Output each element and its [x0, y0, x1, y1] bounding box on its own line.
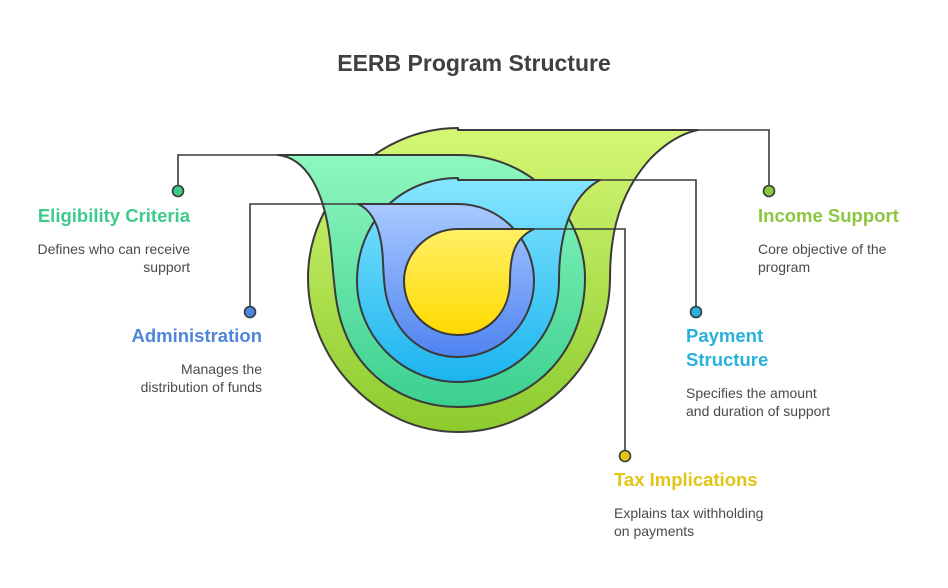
administration-label: Administration — [131, 325, 262, 346]
connector-payment-structure — [600, 179, 703, 319]
connector-income-support — [698, 129, 776, 198]
connector-administration — [243, 203, 358, 319]
payment-structure-label: Payment Structure — [686, 324, 768, 372]
income-support-label: Income Support — [758, 205, 899, 226]
administration-marker — [243, 305, 257, 319]
income-support-description-line-2: program — [758, 259, 811, 275]
payment-structure-description-line-2: and duration of support — [686, 403, 830, 419]
administration-description-line-1: Manages the — [181, 361, 262, 377]
income-support-marker — [762, 184, 776, 198]
income-support-description: Core objective of the program — [758, 240, 886, 276]
tax-implications-label: Tax Implications — [614, 469, 758, 490]
payment-structure-marker — [689, 305, 703, 319]
eligibility-criteria-marker — [171, 184, 185, 198]
income-support-description-line-1: Core objective of the — [758, 241, 887, 257]
connector-tax-implications — [534, 228, 632, 463]
eligibility-criteria-description: Defines who can receive support — [37, 240, 190, 276]
eligibility-criteria-label: Eligibility Criteria — [37, 205, 190, 226]
page-title: EERB Program Structure — [337, 50, 611, 76]
payment-structure-label-line-1: Payment — [686, 325, 764, 346]
tax-implications-description-line-2: on payments — [614, 523, 695, 539]
tax-implications-description-line-1: Explains tax withholding — [614, 505, 764, 521]
payment-structure-description: Specifies the amount and duration of sup… — [686, 384, 830, 420]
tax-implications-marker — [618, 449, 632, 463]
tax-implications-description: Explains tax withholding on payments — [614, 504, 763, 540]
administration-description: Manages the distribution of funds — [141, 360, 262, 396]
payment-structure-label-line-2: Structure — [686, 349, 769, 370]
administration-description-line-2: distribution of funds — [140, 379, 262, 395]
payment-structure-description-line-1: Specifies the amount — [686, 385, 817, 401]
connector-eligibility-criteria — [171, 154, 278, 198]
layer-tax-implications — [403, 228, 535, 336]
eligibility-criteria-description-line-1: Defines who can receive — [37, 241, 190, 257]
eligibility-criteria-description-line-2: support — [143, 259, 190, 275]
